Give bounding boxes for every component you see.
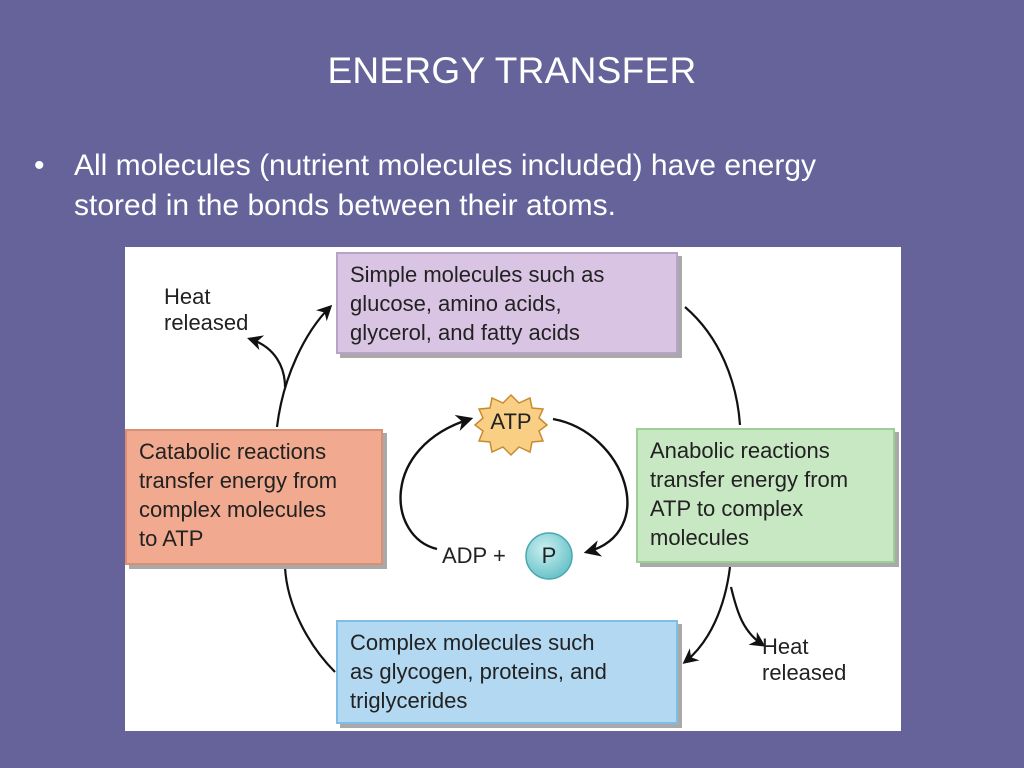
phosphate-circle [525,532,573,580]
bullet-line: All molecules (nutrient molecules includ… [74,149,817,182]
arrow-to-atp [399,414,474,551]
arrow-heat-right [729,586,766,647]
bullet-line: stored in the bonds between their atoms. [74,189,616,222]
atp-label: ATP [490,409,532,434]
arrow-heat-left [247,335,287,388]
atp-burst [473,393,549,457]
catabolic-reactions-box: Catabolic reactions transfer energy from… [125,429,383,565]
energy-cycle-figure: Heat released Simple molecules such as g… [125,247,901,731]
arrow-from-atp [552,417,629,557]
arrow-anabolic-to-complex [682,566,732,664]
complex-molecules-box: Complex molecules such as glycogen, prot… [336,620,678,724]
arrow-complex-to-catabolic [283,566,336,673]
heat-released-label-left: Heat released [164,284,249,335]
phosphate-label: P [541,543,557,568]
cycle-arrows [247,304,766,673]
simple-molecules-box: Simple molecules such as glucose, amino … [336,252,678,354]
arrow-simple-to-anabolic [684,306,742,426]
bullet-text: All molecules (nutrient molecules includ… [74,146,974,226]
anabolic-reactions-box: Anabolic reactions transfer energy from … [636,428,895,563]
heat-released-label-right: Heat released [762,634,847,685]
slide-title: ENERGY TRANSFER [327,50,697,91]
adp-label: ADP + [442,543,506,568]
arrow-catabolic-to-simple [275,304,333,428]
bullet-dot: • [34,149,45,182]
